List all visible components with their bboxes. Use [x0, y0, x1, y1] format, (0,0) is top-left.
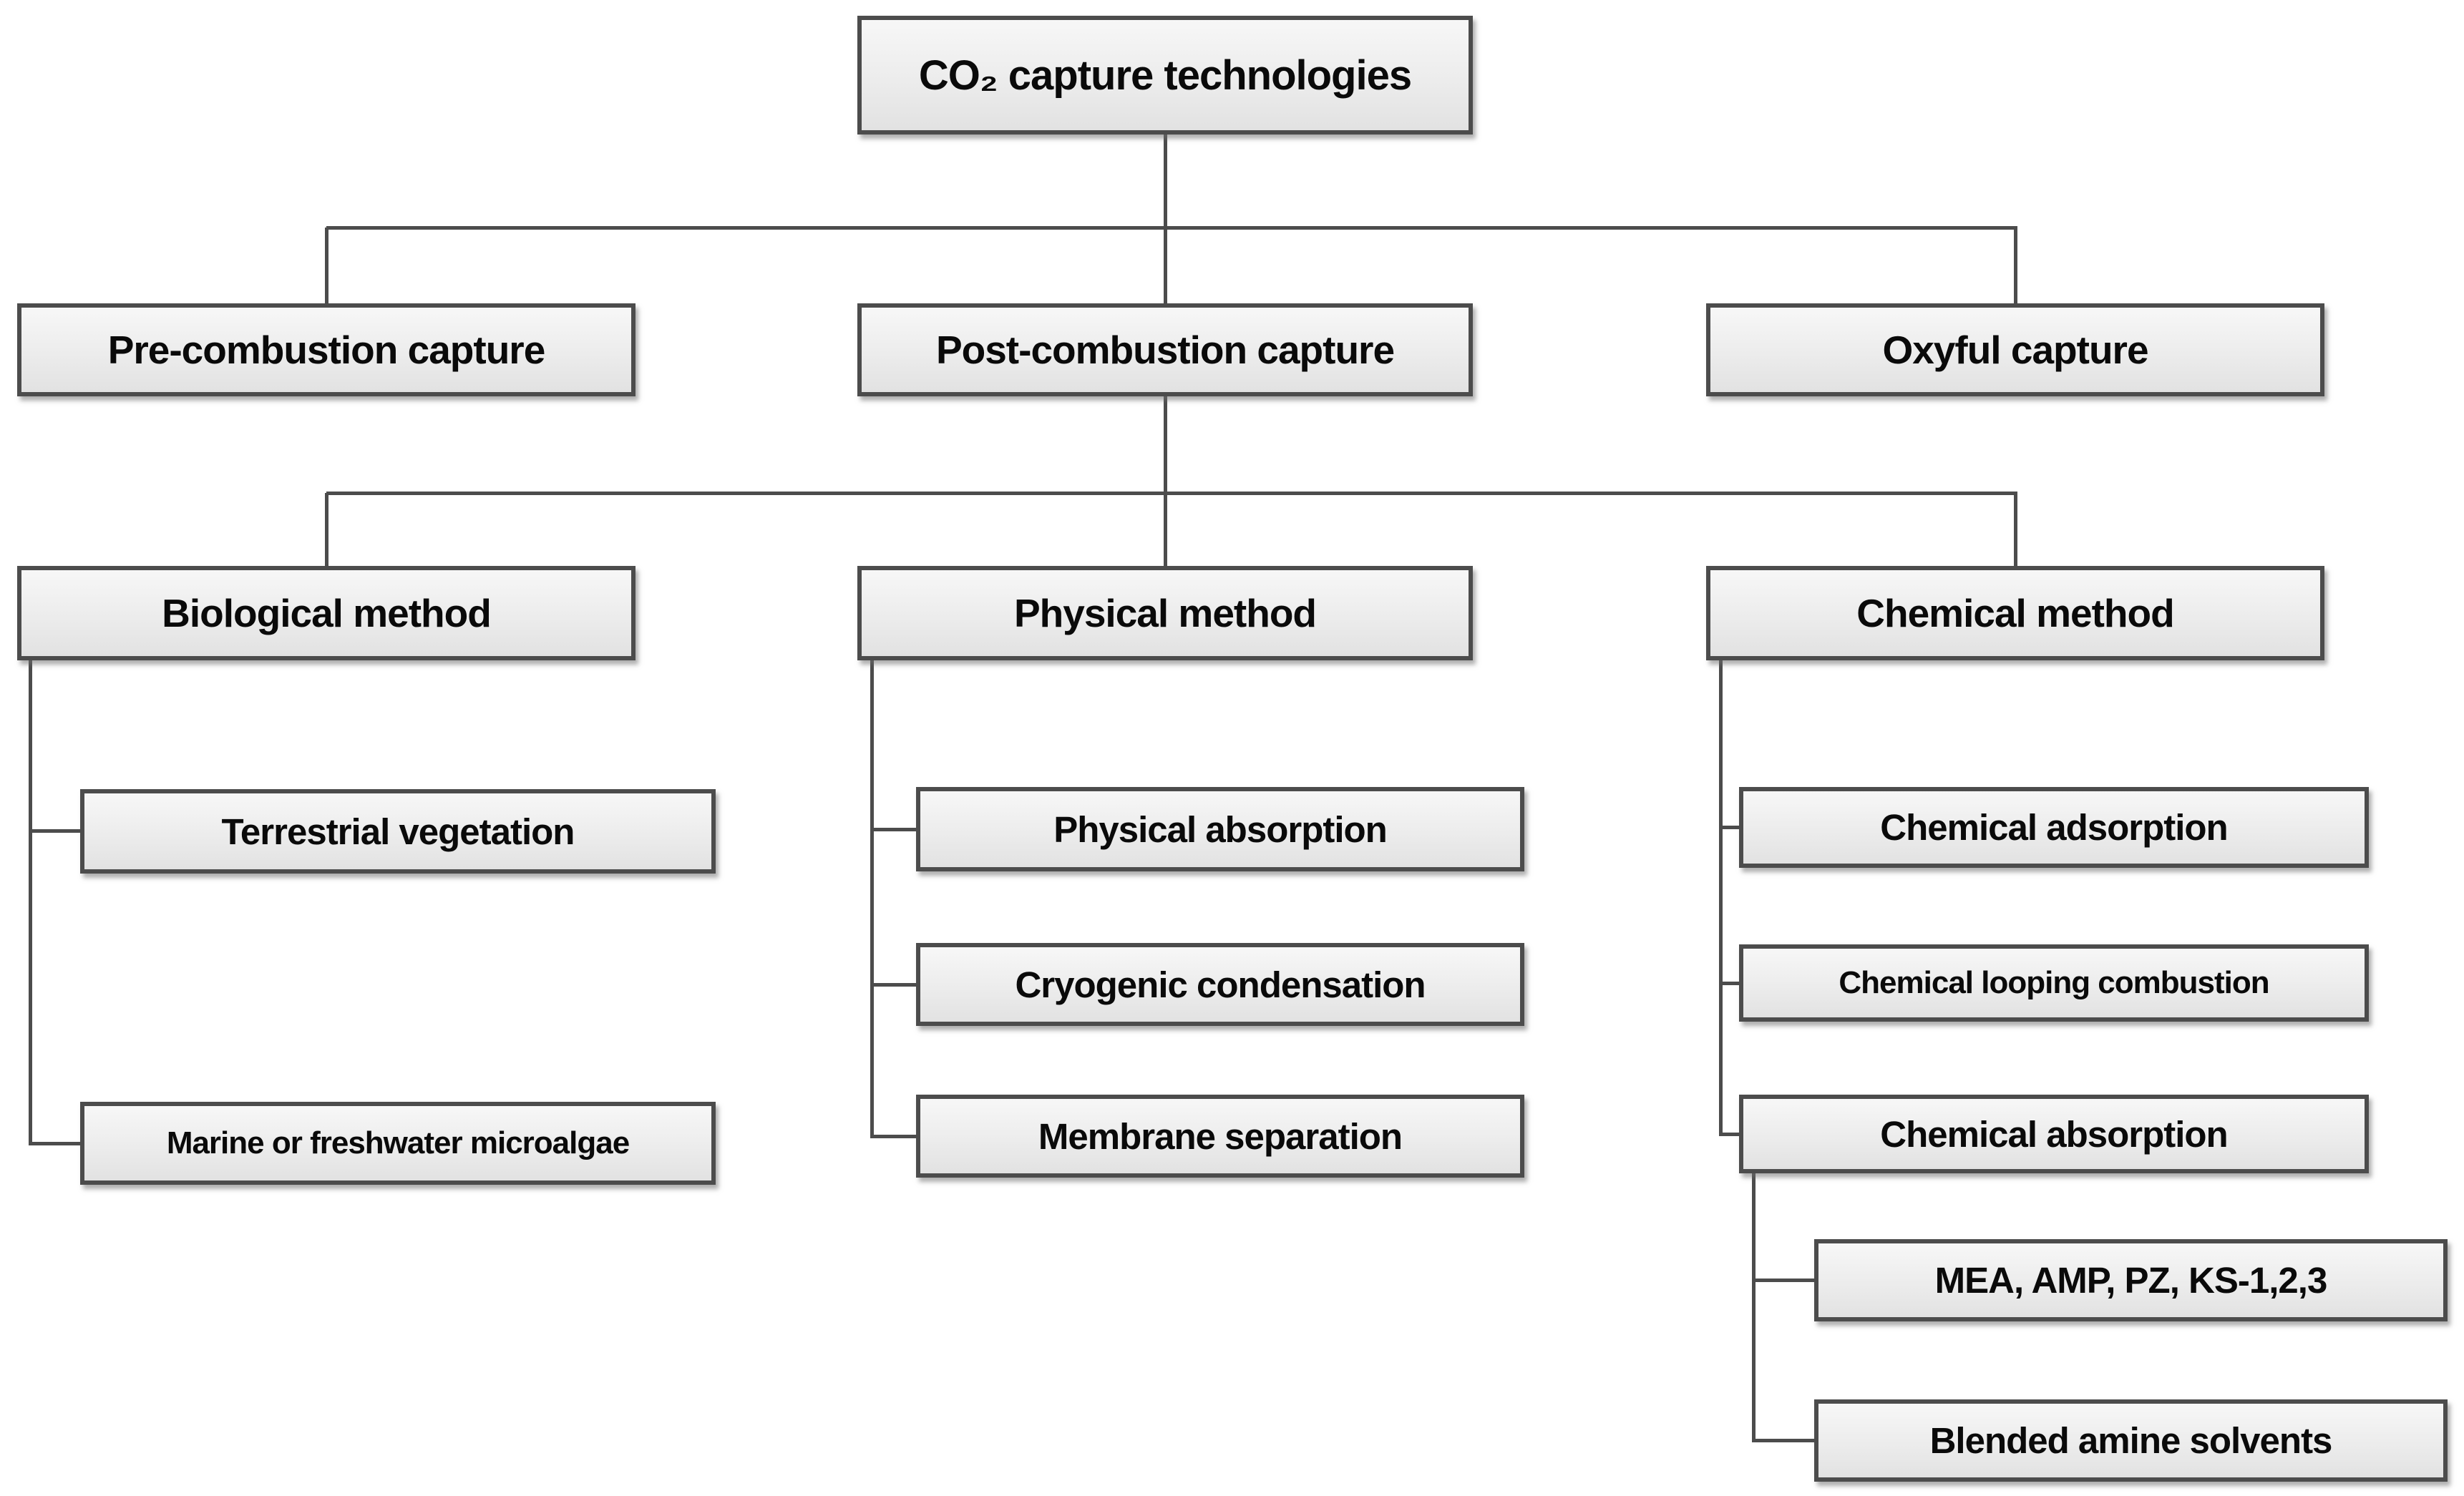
node-cryogenic-condensation: Cryogenic condensation	[916, 943, 1524, 1026]
connector-to-chemical-looping	[1719, 982, 1742, 985]
node-amine-solvents: MEA, AMP, PZ, KS-1,2,3	[1814, 1239, 2448, 1321]
node-oxyful-capture: Oxyful capture	[1706, 303, 2324, 396]
node-marine-or-freshwater-microalgae: Marine or freshwater microalgae	[80, 1102, 716, 1185]
node-post-combustion-capture: Post-combustion capture	[857, 303, 1473, 396]
connector-to-amine-solvents	[1752, 1279, 1817, 1282]
node-pre-combustion-capture: Pre-combustion capture	[17, 303, 636, 396]
node-membrane-separation: Membrane separation	[916, 1095, 1524, 1178]
node-biological-method: Biological method	[17, 566, 636, 660]
node-terrestrial-vegetation: Terrestrial vegetation	[80, 789, 716, 874]
connector-to-chemical	[2014, 493, 2017, 567]
connector-level2-horizontal	[326, 226, 2017, 230]
connector-to-pre-combustion	[325, 228, 328, 305]
connector-to-post-combustion	[1164, 228, 1167, 305]
node-chemical-absorption: Chemical absorption	[1739, 1095, 2369, 1173]
node-co2-capture-technologies: CO₂ capture technologies	[857, 16, 1473, 135]
connector-biological-branch	[29, 659, 32, 1145]
connector-post-combustion-down	[1164, 396, 1167, 494]
connector-physical-branch	[870, 659, 874, 1138]
node-chemical-adsorption: Chemical adsorption	[1739, 787, 2369, 868]
connector-to-cryogenic-condensation	[870, 983, 919, 987]
connector-to-membrane-separation	[870, 1135, 919, 1138]
node-chemical-looping-combustion: Chemical looping combustion	[1739, 944, 2369, 1022]
node-chemical-method: Chemical method	[1706, 566, 2324, 660]
connector-to-biological	[325, 493, 328, 567]
connector-to-blended-amine-solvents	[1752, 1439, 1817, 1442]
connector-to-physical	[1164, 493, 1167, 567]
connector-chemical-absorption-branch	[1752, 1172, 1756, 1442]
connector-root-down	[1164, 135, 1167, 228]
connector-level3-horizontal	[326, 492, 2017, 495]
node-physical-absorption: Physical absorption	[916, 787, 1524, 871]
connector-to-physical-absorption	[870, 828, 919, 831]
connector-to-oxyful	[2014, 228, 2017, 305]
connector-to-marine-microalgae	[29, 1142, 83, 1145]
node-blended-amine-solvents: Blended amine solvents	[1814, 1399, 2448, 1482]
connector-to-chemical-absorption	[1719, 1133, 1742, 1136]
connector-chemical-branch	[1719, 659, 1723, 1136]
node-physical-method: Physical method	[857, 566, 1473, 660]
connector-to-chemical-adsorption	[1719, 826, 1742, 829]
connector-to-terrestrial-vegetation	[29, 829, 83, 833]
